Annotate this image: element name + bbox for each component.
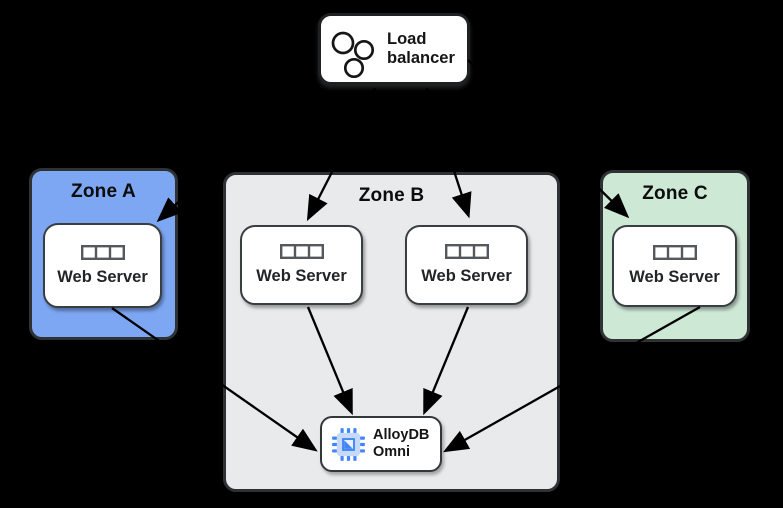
web-server-label: Web Server [629,268,720,286]
web-server-label: Web Server [421,267,512,285]
alloydb-chip-icon [332,427,365,461]
server-icon [652,245,697,260]
zone-a-web-server-node: Web Server [43,223,162,308]
zone-c-web-server-node: Web Server [612,225,737,307]
load-balancer-icon [331,31,375,78]
alloydb-omni-label: AlloyDB Omni [373,427,429,461]
load-balancer-label: Load balancer [387,30,455,67]
alloydb-name: AlloyDB [373,426,430,443]
zone-b-label: Zone B [358,185,425,206]
load-balancer-node: Load balancer [318,13,470,85]
web-server-label: Web Server [256,267,347,285]
web-server-label: Web Server [57,267,148,286]
zone-a-label: Zone A [71,181,136,202]
zone-b-web-server-node-1: Web Server [240,225,363,305]
server-icon [80,244,125,260]
server-icon [279,244,324,259]
server-icon [444,244,489,259]
alloydb-omni-node: AlloyDB Omni [320,416,442,472]
zone-b-web-server-node-2: Web Server [405,225,528,305]
alloydb-edition: Omni [373,444,411,460]
zone-c-label: Zone C [642,183,708,204]
